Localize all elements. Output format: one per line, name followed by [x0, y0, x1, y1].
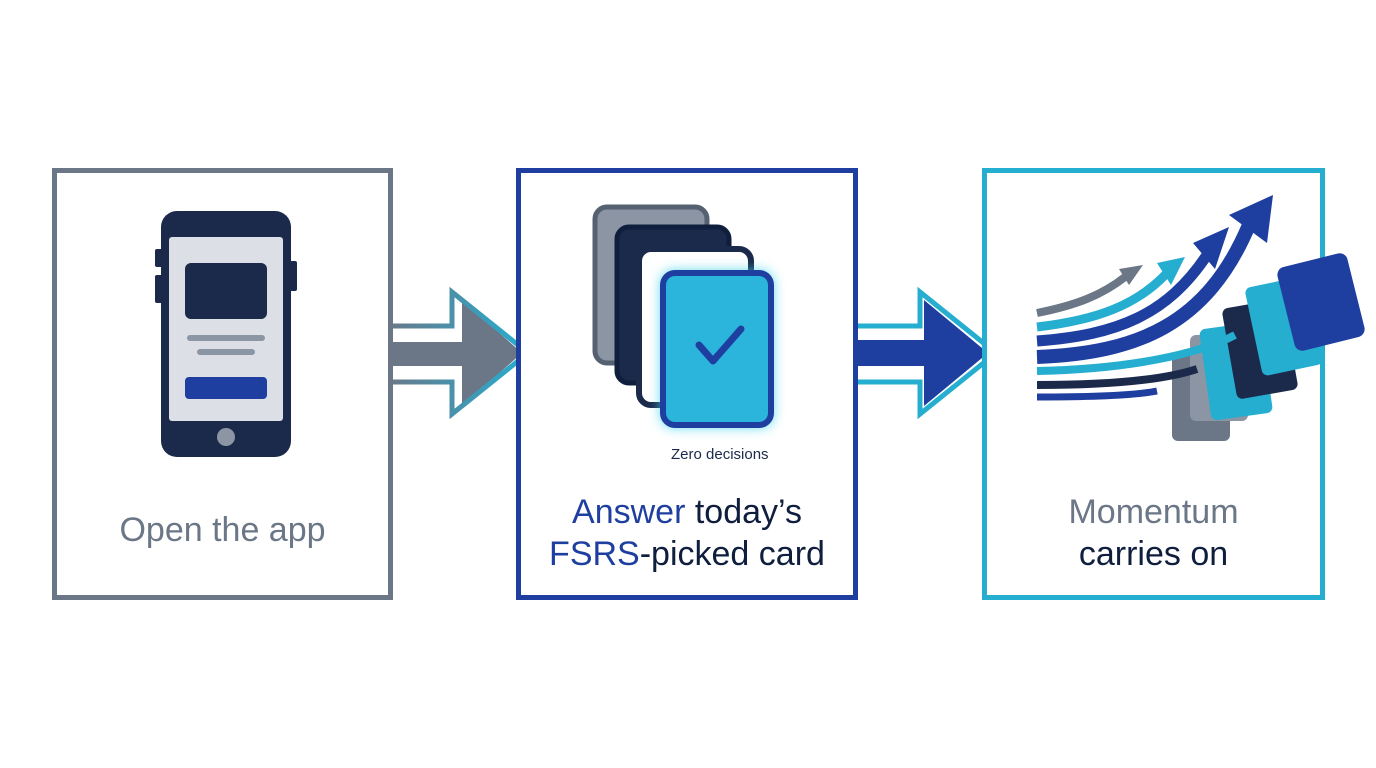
label-rest: -picked card	[639, 535, 825, 573]
step-open-app: Open the app	[52, 168, 393, 600]
label-line2: carries on	[1078, 535, 1229, 573]
zero-decisions-caption: Zero decisions	[671, 446, 769, 463]
step-label: Momentum carries on	[987, 491, 1320, 575]
label-rest: today’s	[685, 493, 802, 531]
step-momentum: Momentum carries on	[982, 168, 1365, 600]
step-answer-card: Zero decisions Answer today’s FSRS-picke…	[516, 168, 858, 600]
phone-icon	[155, 211, 297, 457]
momentum-arrows-icon	[1036, 195, 1365, 441]
label-line1: Momentum	[1068, 493, 1239, 531]
label-accent: Answer	[572, 493, 686, 531]
step-label: Open the app	[119, 511, 326, 549]
step-label: Answer today’s FSRS-picked card	[521, 491, 853, 575]
card-stack-check-icon	[592, 204, 774, 428]
label-accent: FSRS	[549, 535, 640, 573]
